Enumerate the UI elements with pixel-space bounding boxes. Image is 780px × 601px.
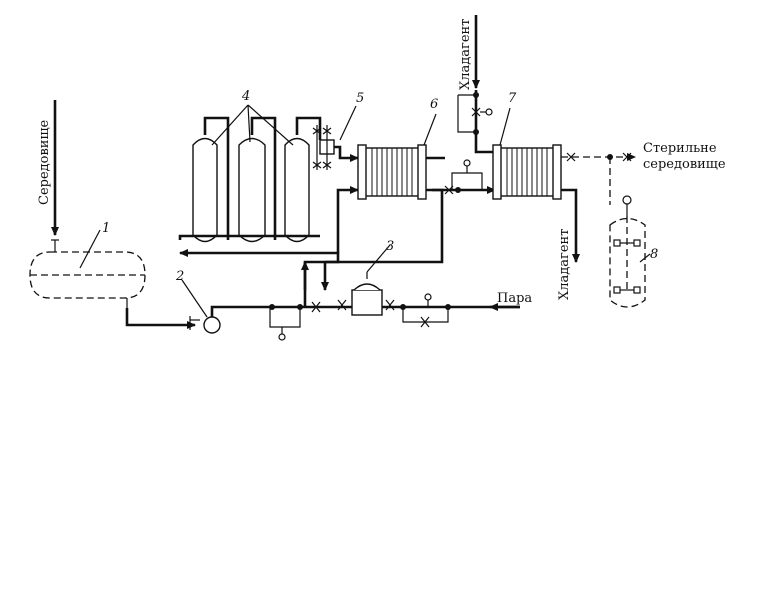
pump-2 [181,279,221,334]
steam-unit-3 [337,244,395,316]
sterile-outlet [561,152,636,205]
coolant-inlet [457,15,497,154]
exchanger-7 [492,107,562,200]
manifold-5 [312,105,359,170]
vessel-8 [609,195,651,308]
label-number-8: 8 [650,247,658,262]
label-number-3: 3 [386,239,394,254]
label-number-7: 7 [508,91,517,106]
main-header-line [210,301,352,341]
pipe-6-to-7 [426,156,496,195]
label-number-1: 1 [102,221,110,236]
medium-inlet-label: Середовище [37,119,52,205]
sterile-outlet-label-1: Стерильне [643,141,717,156]
pipe-tank-to-pump [125,298,196,329]
label-number-5: 5 [356,91,364,106]
medium-inlet [51,100,59,252]
exchanger-6 [357,113,437,200]
exchanger-7-tubes [506,148,548,196]
coolant-outlet [561,188,580,263]
steam-inlet-line [382,293,520,328]
label-number-4: 4 [241,89,250,104]
exchanger-6-tubes [371,148,413,196]
sterile-outlet-label-2: середовище [643,157,726,172]
steam-label: Пара [497,291,532,306]
coolant-inlet-label: Хладагент [458,19,473,90]
label-number-6: 6 [430,97,438,112]
riser-to-return [179,249,340,307]
pipe-return-to-6 [321,186,444,291]
filters-4 [178,104,322,243]
coolant-outlet-label: Хладагент [557,229,572,300]
tank-1 [29,229,146,299]
label-number-2: 2 [175,269,184,284]
